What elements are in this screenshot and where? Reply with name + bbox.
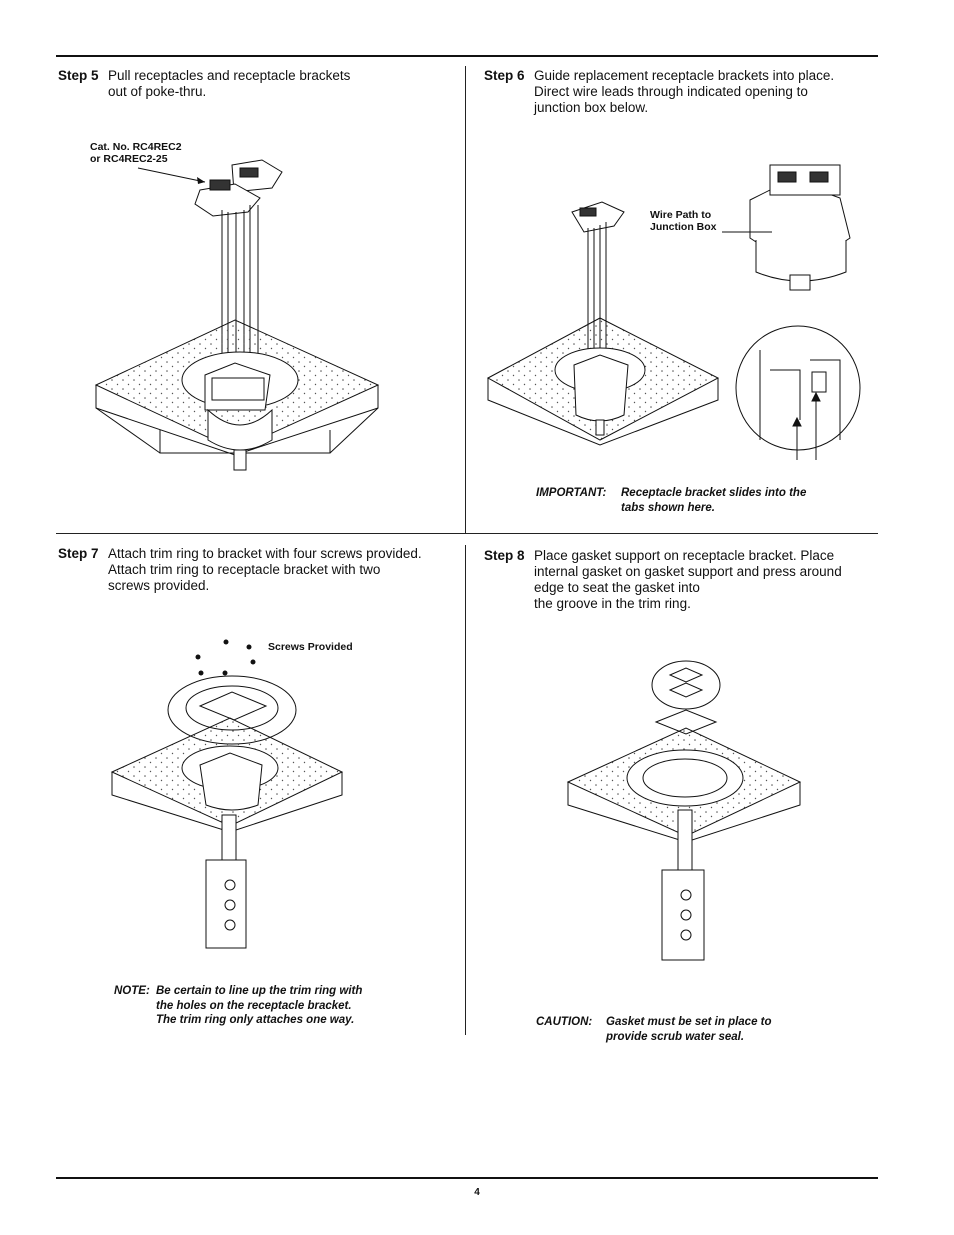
step-7-line: Attach trim ring to receptacle bracket w…: [108, 562, 381, 577]
wire-path-callout: Wire Path to Junction Box: [650, 209, 717, 233]
top-rule: [56, 55, 878, 57]
step-8-line: Place gasket support on receptacle brack…: [534, 548, 835, 563]
step-7-number: Step 7: [58, 546, 99, 561]
note-head: NOTE:: [114, 985, 150, 997]
screws-callout: Screws Provided: [268, 641, 353, 653]
column-divider-top: [465, 66, 466, 533]
step-5-line: out of poke-thru.: [108, 84, 207, 99]
caution-line: provide scrub water seal.: [606, 1030, 745, 1043]
step-6-line: junction box below.: [534, 100, 649, 115]
step-5-line: Pull receptacles and receptacle brackets: [108, 68, 351, 83]
caution-head: CAUTION:: [536, 1016, 593, 1028]
caution-line: Gasket must be set in place to: [606, 1016, 772, 1028]
important-line: Receptacle bracket slides into the: [621, 487, 807, 499]
note-line: Be certain to line up the trim ring with: [156, 985, 363, 997]
row-divider: [56, 533, 878, 534]
bottom-rule: [56, 1177, 878, 1179]
note-line: The trim ring only attaches one way.: [156, 1014, 355, 1026]
page-number: 4: [474, 1187, 480, 1198]
cat-no-line: Cat. No. RC4REC2: [90, 141, 182, 153]
step-6-line: Guide replacement receptacle brackets in…: [534, 68, 835, 83]
cat-no-line: or RC4REC2-25: [90, 153, 168, 165]
step-7-line: Attach trim ring to bracket with four sc…: [108, 546, 422, 561]
note-line: the holes on the receptacle bracket.: [156, 999, 352, 1012]
step-8-line: the groove in the trim ring.: [534, 596, 691, 611]
step-6-number: Step 6: [484, 68, 525, 83]
step-7-line: screws provided.: [108, 578, 210, 593]
step-8-line: internal gasket on gasket support and pr…: [534, 564, 842, 579]
step-8-number: Step 8: [484, 548, 525, 563]
important-line: tabs shown here.: [621, 501, 715, 514]
step-6-line: Direct wire leads through indicated open…: [534, 84, 808, 99]
wire-path-line: Junction Box: [650, 221, 717, 233]
column-divider-bottom: [465, 545, 466, 1035]
cat-no-callout: Cat. No. RC4REC2 or RC4REC2-25: [90, 141, 182, 165]
important-head: IMPORTANT:: [536, 487, 607, 499]
wire-path-line: Wire Path to: [650, 209, 712, 221]
step-8-line: edge to seat the gasket into: [534, 580, 700, 595]
step-5-number: Step 5: [58, 68, 99, 83]
